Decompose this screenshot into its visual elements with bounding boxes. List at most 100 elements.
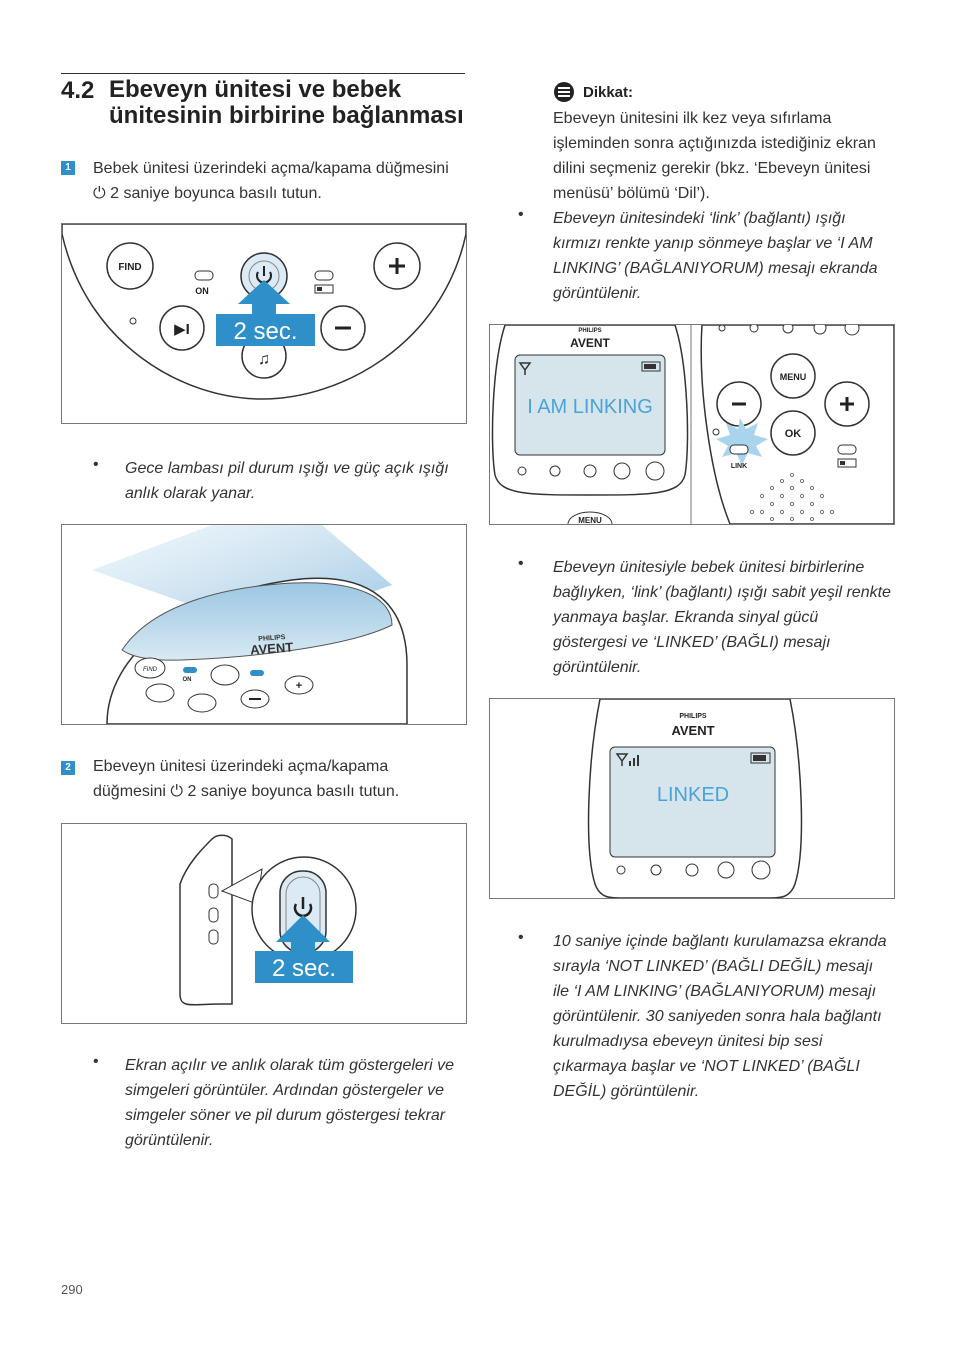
battery-light-icon [250, 670, 264, 676]
step-badge-2: 2 [61, 761, 75, 775]
bullet-linked: Ebeveyn ünitesiyle bebek ünitesi birbirl… [553, 559, 891, 676]
baby-unit-illustration: FIND ON ▶I ♫ 2 sec. [62, 224, 466, 400]
menu-button-partial[interactable] [567, 511, 613, 524]
ok-label: OK [785, 428, 802, 440]
find-button[interactable] [106, 242, 154, 290]
lcd-screen [514, 354, 666, 456]
page-number: 290 [61, 1282, 83, 1297]
two-sec-label: 2 sec. [272, 955, 336, 982]
bullet-marker: • [93, 1053, 99, 1070]
section-number: 4.2 [61, 77, 95, 104]
figure-baby-unit-buttons: FIND ON ▶I ♫ 2 sec. [61, 223, 467, 424]
battery-light-icon [837, 444, 857, 455]
bullet-display-on: Ekran açılır ve anlık olarak tüm gösterg… [125, 1057, 455, 1149]
bullet-night-light: Gece lambası pil durum ışığı ve güç açık… [125, 460, 449, 502]
bullet-marker: • [518, 555, 524, 572]
find-label: FIND [143, 667, 158, 673]
brand-philips: PHILIPS [578, 328, 601, 334]
mic-dot-icon [129, 317, 137, 325]
plus-icon [840, 397, 854, 411]
on-label: ON [183, 677, 192, 683]
two-sec-badge [216, 314, 315, 346]
music-note-icon: ♫ [258, 351, 270, 368]
battery-light-icon [314, 270, 334, 281]
indicator-2 [650, 864, 662, 876]
signal-icon [518, 362, 532, 375]
indicator-3 [583, 464, 597, 478]
brand-avent: AVENT [250, 640, 294, 658]
bullet-not-linked: 10 saniye içinde bağlantı kurulamazsa ek… [553, 933, 887, 1100]
step-1-text: Bebek ünitesi üzerindeki açma/kapama düğ… [93, 160, 449, 202]
baby-unit-perspective-illustration: PHILIPS AVENT FIND ON + [92, 525, 408, 724]
indicator-5 [751, 860, 771, 880]
indicator-3 [685, 863, 699, 877]
bullet-marker: • [518, 206, 524, 223]
signal-icon [615, 753, 629, 766]
press-arrow-icon [238, 280, 290, 322]
indicator-2 [549, 465, 561, 477]
signal-bars-icon [629, 761, 631, 766]
lcd-message: LINKED [657, 784, 729, 806]
on-light-icon [183, 667, 197, 673]
menu-label: MENU [780, 372, 807, 382]
play-pause-icon: ▶I [174, 321, 190, 338]
step-badge-1: 1 [61, 161, 75, 175]
bullet-marker: • [93, 456, 99, 473]
brand-avent: AVENT [570, 336, 610, 350]
plus-icon [389, 258, 405, 274]
figure-linked: PHILIPS AVENT LINKED [489, 698, 895, 899]
lullaby-button[interactable] [187, 693, 217, 713]
find-label: FIND [118, 262, 141, 273]
on-light-icon [194, 270, 214, 281]
bullet-marker: • [518, 929, 524, 946]
lcd-message: I AM LINKING [527, 396, 653, 418]
link-label: LINK [731, 463, 747, 470]
two-sec-badge [255, 951, 353, 983]
step-2-text: Ebeveyn ünitesi üzerindeki açma/kapama d… [93, 758, 400, 800]
speaker-grille [750, 473, 834, 521]
figure-parent-unit-side: 2 sec. [61, 823, 467, 1024]
note-icon [554, 82, 574, 102]
plus-icon: + [296, 680, 302, 692]
lcd-screen [609, 746, 776, 858]
starburst-highlight [716, 418, 768, 465]
side-button-2[interactable] [208, 907, 219, 923]
parent-unit-linked-illustration: PHILIPS AVENT LINKED [587, 699, 803, 898]
bullet-link-blinking: Ebeveyn ünitesindeki ‘link’ (bağlantı) ı… [553, 210, 878, 302]
brand-philips: PHILIPS [258, 634, 286, 643]
note-text: Ebeveyn ünitesini ilk kez veya sıfırlama… [553, 110, 876, 202]
press-arrow-icon [276, 915, 330, 952]
link-light-icon [729, 444, 749, 455]
on-label: ON [195, 286, 209, 296]
battery-icon [837, 458, 857, 468]
menu-label-partial: MENU [578, 516, 602, 524]
indicator-1 [616, 865, 626, 875]
play-button[interactable] [145, 683, 175, 703]
brand-philips: PHILIPS [679, 713, 707, 720]
parent-unit-linking-illustration: PHILIPS AVENT I AM LINKING MENU MENU OK … [491, 325, 894, 524]
battery-icon [314, 284, 334, 294]
side-button-3[interactable] [208, 929, 219, 945]
section-rule [61, 73, 465, 74]
side-power-button[interactable] [208, 883, 219, 899]
volume-up-button[interactable] [284, 675, 314, 695]
indicator-4 [717, 861, 735, 879]
figure-i-am-linking: PHILIPS AVENT I AM LINKING MENU MENU OK … [489, 324, 895, 525]
indicator-4 [613, 462, 631, 480]
indicator-1 [517, 466, 527, 476]
power-button[interactable] [210, 664, 240, 686]
play-button[interactable] [159, 305, 205, 351]
note-title: Dikkat: [583, 84, 634, 101]
battery-icon [641, 361, 661, 372]
figure-baby-unit-light: PHILIPS AVENT FIND ON + [61, 524, 467, 725]
two-sec-label: 2 sec. [233, 318, 297, 345]
brand-avent: AVENT [671, 723, 714, 738]
ok-button[interactable] [770, 410, 816, 456]
menu-button[interactable] [770, 353, 816, 399]
find-button[interactable] [134, 657, 166, 679]
light-panel [121, 582, 393, 661]
battery-icon [750, 752, 771, 764]
section-title: Ebeveyn ünitesi ve bebek ünitesinin birb… [109, 76, 464, 129]
parent-unit-side-illustration: 2 sec. [179, 834, 357, 1006]
indicator-5 [645, 461, 665, 481]
